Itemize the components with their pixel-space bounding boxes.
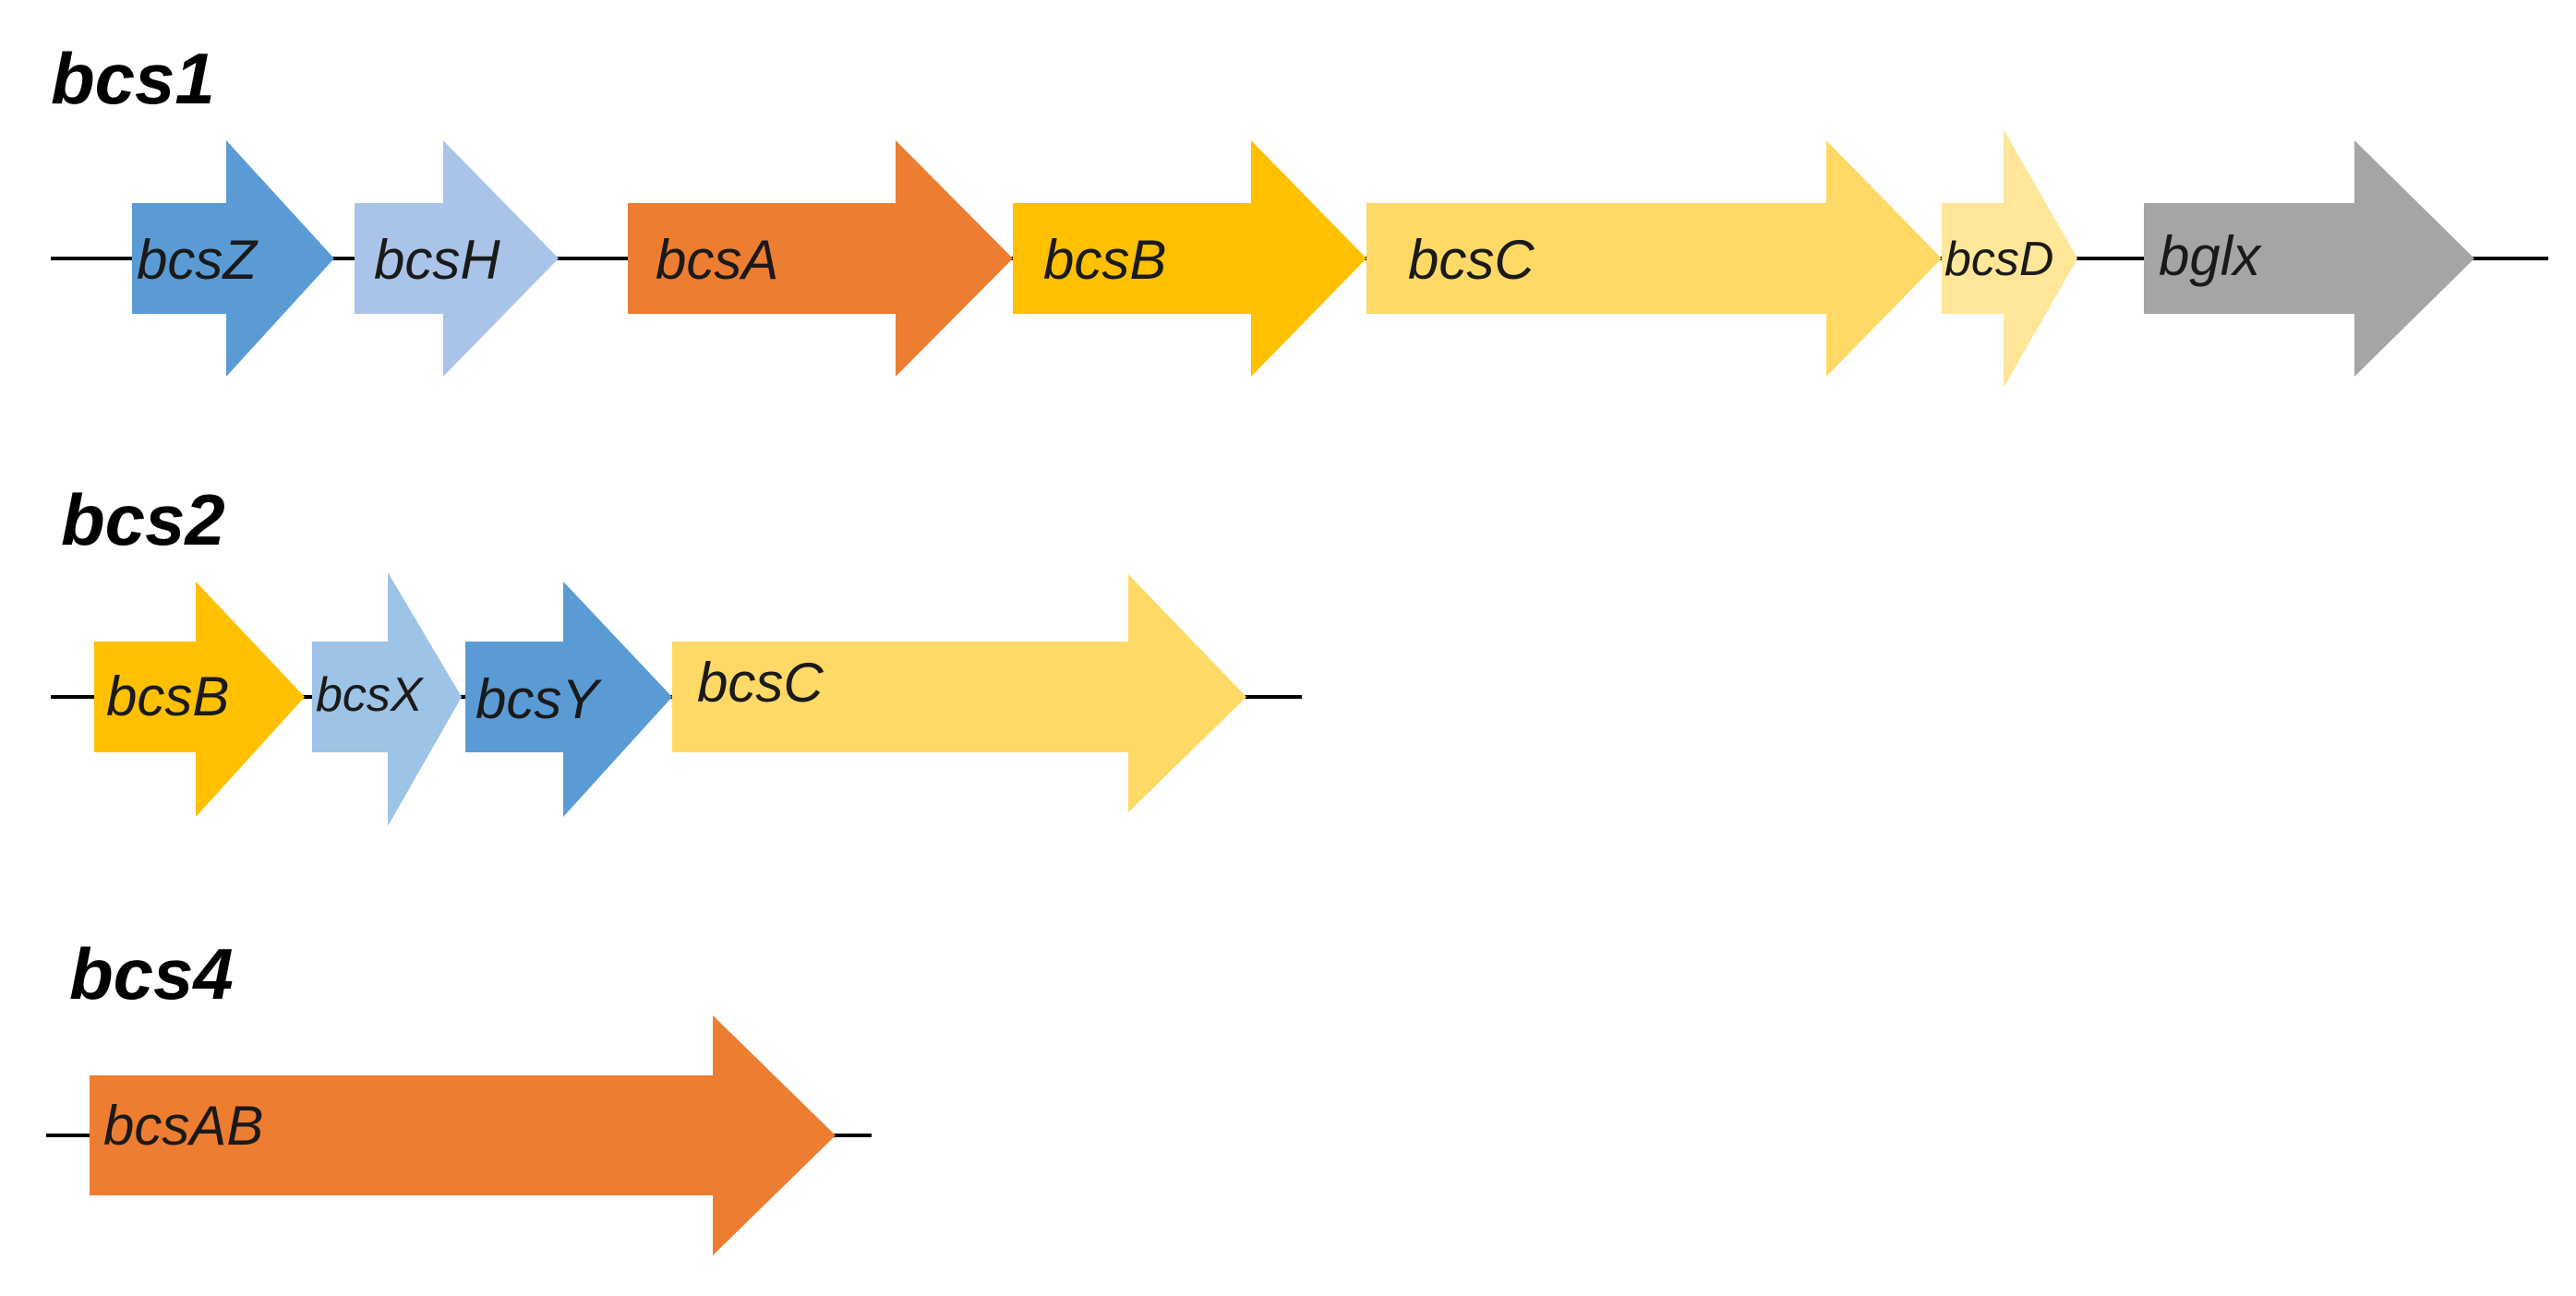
gene-arrow-shape <box>2144 140 2474 377</box>
gene-arrow-bglx: bglx <box>2144 140 2474 377</box>
gene-arrow-bcsz: bcsZ <box>132 140 334 377</box>
gene-label: bcsH <box>374 229 500 291</box>
gene-label: bcsC <box>697 652 824 714</box>
cluster-bcs4: bcs4 bcsAB <box>46 933 872 1255</box>
gene-label: bcsY <box>475 668 602 730</box>
gene-arrow-shape <box>672 574 1246 812</box>
gene-label: bcsX <box>316 668 425 722</box>
gene-label: bcsD <box>1944 233 2053 286</box>
cluster-title-bcs1: bcs1 <box>51 38 215 119</box>
gene-label: bcsA <box>656 229 778 291</box>
gene-arrow-bcsd: bcsD <box>1942 129 2077 388</box>
gene-arrow-shape <box>90 1015 836 1255</box>
gene-arrow-shape <box>355 140 559 377</box>
gene-arrow-bcsb: bcsB <box>94 582 305 817</box>
gene-label: bcsC <box>1408 229 1535 291</box>
gene-arrow-shape <box>312 572 462 826</box>
cluster-title-bcs4: bcs4 <box>69 933 234 1014</box>
gene-arrow-bcsab: bcsAB <box>90 1015 836 1255</box>
gene-arrow-shape <box>132 140 334 377</box>
gene-label: bcsZ <box>137 229 259 291</box>
gene-arrow-shape <box>1366 140 1942 377</box>
cluster-bcs1: bcs1 bcsZ bcsH bcsA bcsB bcsC bcsD <box>51 38 2548 388</box>
gene-arrow-bcsc: bcsC <box>1366 140 1942 377</box>
gene-arrow-bcsa: bcsA <box>628 140 1013 377</box>
gene-label: bcsB <box>1043 229 1166 291</box>
gene-label: bcsAB <box>103 1095 263 1157</box>
gene-arrow-shape <box>1942 129 2077 388</box>
gene-arrow-shape <box>1013 140 1366 377</box>
cluster-title-bcs2: bcs2 <box>61 479 225 560</box>
gene-label: bglx <box>2159 225 2262 287</box>
gene-arrow-bcsb: bcsB <box>1013 140 1366 377</box>
gene-arrow-shape <box>465 582 672 817</box>
gene-arrow-shape <box>628 140 1013 377</box>
cluster-bcs2: bcs2 bcsB bcsX bcsY bcsC <box>51 479 1302 826</box>
gene-arrow-bcsy: bcsY <box>465 582 672 817</box>
gene-label: bcsB <box>106 666 229 727</box>
gene-arrow-bcsx: bcsX <box>312 572 462 826</box>
gene-arrow-bcsh: bcsH <box>355 140 559 377</box>
gene-arrow-shape <box>94 582 305 817</box>
gene-arrow-bcsc: bcsC <box>672 574 1246 812</box>
